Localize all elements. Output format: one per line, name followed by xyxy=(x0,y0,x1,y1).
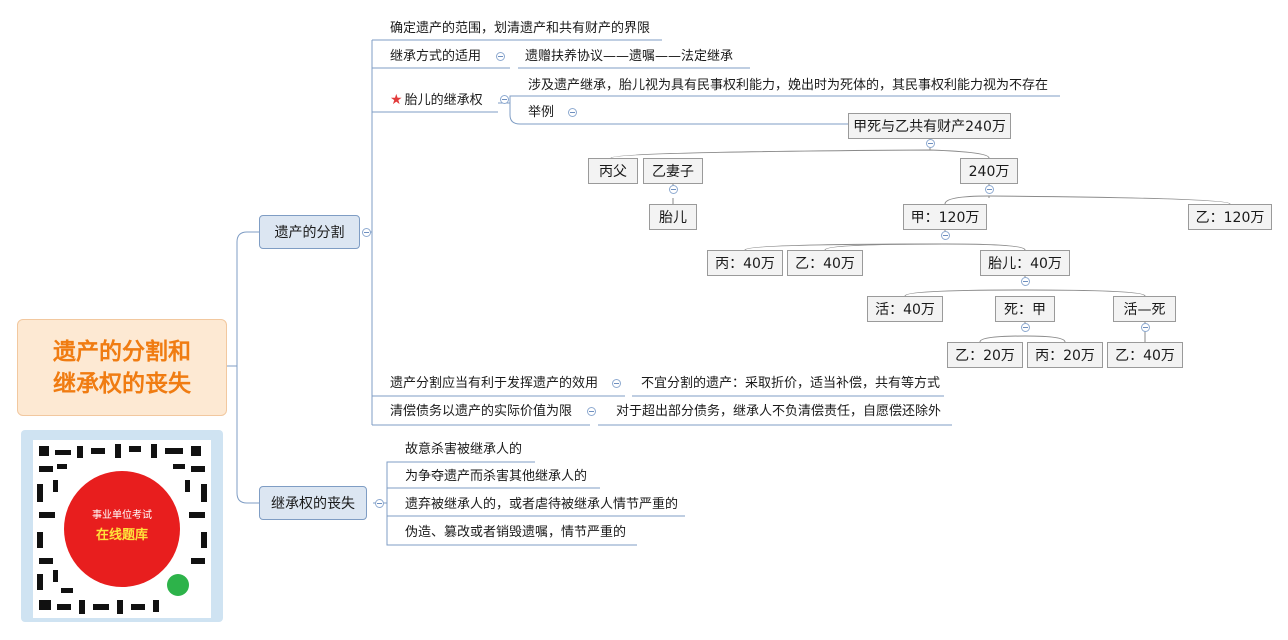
tree-node-yi-wife[interactable]: 乙妻子 xyxy=(643,158,703,184)
tree-node-bing40[interactable]: 丙：40万 xyxy=(707,250,783,276)
tree-node-yi20[interactable]: 乙：20万 xyxy=(947,342,1023,368)
item-debt-detail: 对于超出部分债务，继承人不负清偿责任，自愿偿还除外 xyxy=(616,404,942,419)
collapse-toggle-branch-a[interactable] xyxy=(362,228,371,237)
forfeiture-item: 遗弃被继承人的，或者虐待被继承人情节严重的 xyxy=(405,497,679,512)
item-division: 遗产分割应当有利于发挥遗产的效用 xyxy=(390,376,599,391)
item-debt: 清偿债务以遗产的实际价值为限 xyxy=(390,404,573,419)
branch-estate-division-label: 遗产的分割 xyxy=(274,225,345,241)
item-example: 举例 xyxy=(528,105,555,120)
tree-node-yi40[interactable]: 乙：40万 xyxy=(787,250,863,276)
collapse-toggle-dead-jia[interactable] xyxy=(1021,323,1030,332)
qr-caption-line2: 在线题库 xyxy=(96,527,148,543)
branch-estate-division[interactable]: 遗产的分割 xyxy=(259,215,360,249)
collapse-toggle-division[interactable] xyxy=(612,379,621,388)
collapse-toggle-method[interactable] xyxy=(496,52,505,61)
tree-node-jia[interactable]: 甲：120万 xyxy=(903,204,987,230)
item-fetus: ★胎儿的继承权 xyxy=(390,91,483,110)
tree-node-dead-jia[interactable]: 死：甲 xyxy=(995,296,1055,322)
item-division-detail: 不宜分割的遗产：采取折价，适当补偿，共有等方式 xyxy=(641,376,941,391)
collapse-toggle-jia[interactable] xyxy=(941,231,950,240)
root-title-line2: 继承权的丧失 xyxy=(53,370,191,397)
branch-forfeiture[interactable]: 继承权的丧失 xyxy=(259,486,367,520)
collapse-toggle-alive-dead[interactable] xyxy=(1141,323,1150,332)
collapse-toggle-branch-b[interactable] xyxy=(375,499,384,508)
tree-node-yi-half[interactable]: 乙：120万 xyxy=(1188,204,1272,230)
tree-node-bing20[interactable]: 丙：20万 xyxy=(1027,342,1103,368)
forfeiture-item: 故意杀害被继承人的 xyxy=(405,442,523,457)
qr-caption-line1: 事业单位考试 xyxy=(92,508,152,521)
collapse-toggle-amount[interactable] xyxy=(985,185,994,194)
tree-node-fetus40[interactable]: 胎儿：40万 xyxy=(980,250,1070,276)
tree-node-alive-dead[interactable]: 活—死 xyxy=(1113,296,1176,322)
root-title-line1: 遗产的分割和 xyxy=(53,338,191,365)
qr-code-card: 事业单位考试 在线题库 xyxy=(21,430,223,622)
item-fetus-detail: 涉及遗产继承，胎儿视为具有民事权利能力，娩出时为死体的，其民事权利能力视为不存在 xyxy=(528,78,1049,93)
item-method-detail: 遗赠扶养协议——遗嘱——法定继承 xyxy=(525,49,734,64)
star-icon: ★ xyxy=(390,92,403,108)
collapse-toggle-fetus[interactable] xyxy=(500,95,509,104)
tree-node-fetus[interactable]: 胎儿 xyxy=(649,204,697,230)
qr-code-image: 事业单位考试 在线题库 xyxy=(33,440,211,618)
root-topic[interactable]: 遗产的分割和 继承权的丧失 xyxy=(17,319,227,416)
tree-node-top[interactable]: 甲死与乙共有财产240万 xyxy=(848,113,1011,139)
item-fetus-label: 胎儿的继承权 xyxy=(404,93,483,108)
branch-forfeiture-label: 继承权的丧失 xyxy=(271,496,355,512)
collapse-toggle-debt[interactable] xyxy=(587,407,596,416)
collapse-toggle-fetus40[interactable] xyxy=(1021,277,1030,286)
collapse-toggle-tree-top[interactable] xyxy=(926,139,935,148)
forfeiture-item: 伪造、篡改或者销毁遗嘱，情节严重的 xyxy=(405,525,627,540)
tree-node-amount[interactable]: 240万 xyxy=(960,158,1018,184)
collapse-toggle-yi-wife[interactable] xyxy=(669,185,678,194)
item-scope: 确定遗产的范围，划清遗产和共有财产的界限 xyxy=(390,21,651,36)
forfeiture-item: 为争夺遗产而杀害其他继承人的 xyxy=(405,469,588,484)
collapse-toggle-example[interactable] xyxy=(568,108,577,117)
item-method: 继承方式的适用 xyxy=(390,49,482,64)
tree-node-alive40[interactable]: 活：40万 xyxy=(867,296,943,322)
tree-node-bing-father[interactable]: 丙父 xyxy=(588,158,638,184)
tree-node-yi40b[interactable]: 乙：40万 xyxy=(1107,342,1183,368)
